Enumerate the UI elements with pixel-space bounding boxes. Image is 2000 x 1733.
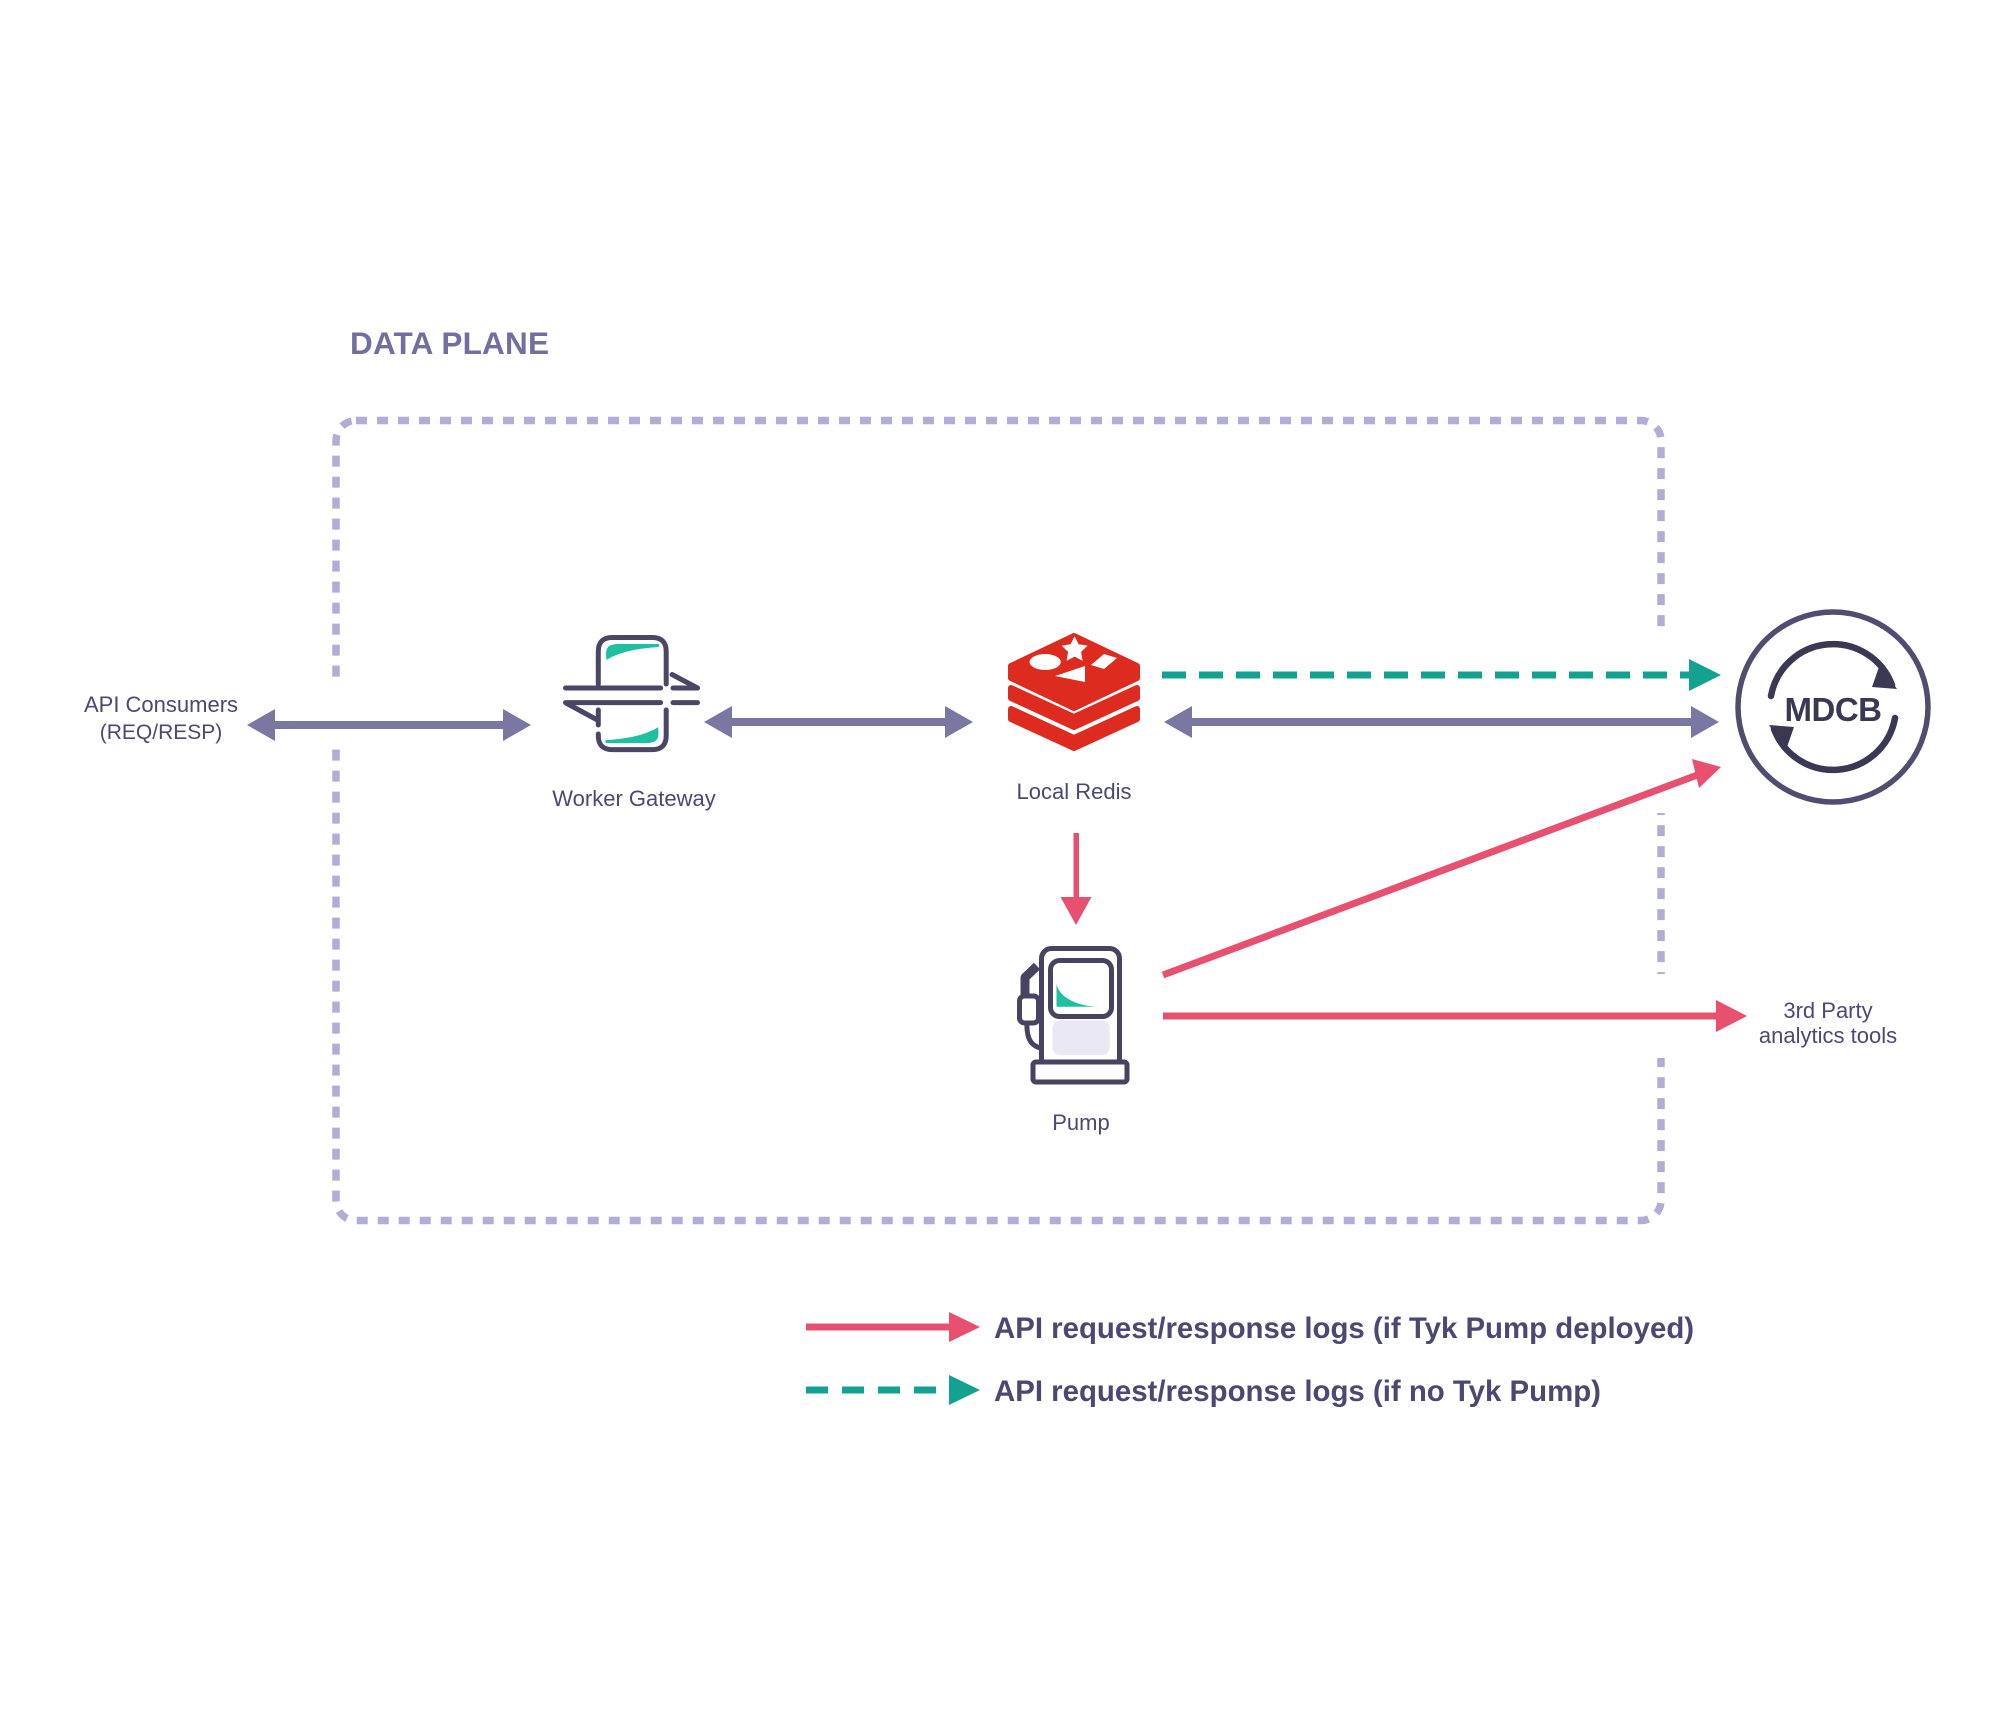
svg-text:Worker Gateway: Worker Gateway <box>552 786 715 811</box>
svg-text:API request/response logs (if: API request/response logs (if no Tyk Pum… <box>994 1375 1601 1408</box>
svg-text:API Consumers: API Consumers <box>84 692 238 717</box>
svg-text:Pump: Pump <box>1052 1110 1109 1135</box>
svg-text:analytics tools: analytics tools <box>1759 1023 1897 1048</box>
svg-text:Local Redis: Local Redis <box>1017 779 1132 804</box>
svg-text:MDCB: MDCB <box>1785 691 1882 728</box>
svg-text:API request/response logs (if: API request/response logs (if Tyk Pump d… <box>994 1312 1694 1345</box>
svg-text:DATA PLANE: DATA PLANE <box>350 325 549 361</box>
svg-text:3rd Party: 3rd Party <box>1783 998 1872 1023</box>
svg-text:(REQ/RESP): (REQ/RESP) <box>100 721 223 744</box>
